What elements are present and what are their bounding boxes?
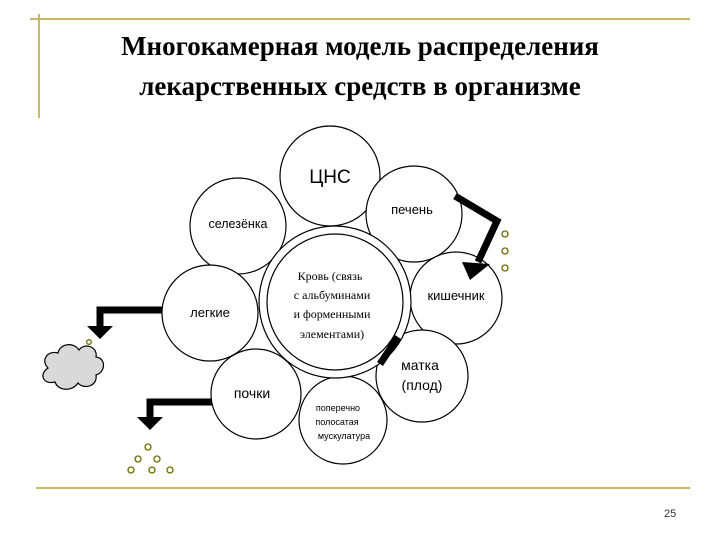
cloud-icon: [42, 344, 105, 390]
frame-left-line: [38, 14, 40, 118]
label-uterus-line-2: (плод): [402, 377, 443, 393]
label-lungs: легкие: [190, 305, 230, 320]
lungs-arrow-head: [87, 326, 113, 339]
label-cns: ЦНС: [309, 167, 351, 188]
label-intestine: кишечник: [427, 288, 484, 303]
kidney-excretion-arrow-icon: [146, 398, 212, 417]
title-line-2: лекарственных средств в организме: [139, 71, 581, 101]
compartment-liver: [365, 165, 463, 263]
compartment-kidneys: [210, 348, 302, 440]
compartment-blood-inner: [266, 233, 404, 371]
label-blood-line-3: и форменными: [294, 307, 371, 321]
page-number: 25: [664, 508, 677, 520]
label-kidneys: почки: [234, 385, 270, 401]
label-blood-line-2: с альбуминами: [294, 288, 371, 302]
label-blood-line-4: элементами): [300, 327, 364, 341]
kidney-arrow-head: [137, 417, 163, 430]
label-muscle-line-3: мускулатура: [318, 431, 370, 441]
label-muscle-line-1: поперечно: [316, 403, 360, 413]
uterus-connector-bar: [377, 335, 401, 366]
compartment-uterus: [375, 329, 469, 423]
label-liver: печень: [391, 202, 433, 217]
liver-arrow-head: [462, 262, 490, 280]
frame-top-line: [30, 18, 690, 20]
label-spleen: селезёнка: [208, 217, 267, 231]
label-uterus-line-1: матка: [401, 357, 439, 373]
label-blood-line-1: Кровь (связь: [298, 269, 363, 283]
title-line-1: Многокамерная модель распределения: [121, 31, 599, 61]
page-title: Многокамерная модель распределения лекар…: [40, 26, 680, 106]
liver-excretion-arrow-icon: [453, 192, 502, 264]
frame-bottom-line: [36, 487, 690, 489]
label-muscle-line-2: полосатая: [315, 417, 358, 427]
lungs-exhale-arrow-icon: [96, 306, 162, 327]
